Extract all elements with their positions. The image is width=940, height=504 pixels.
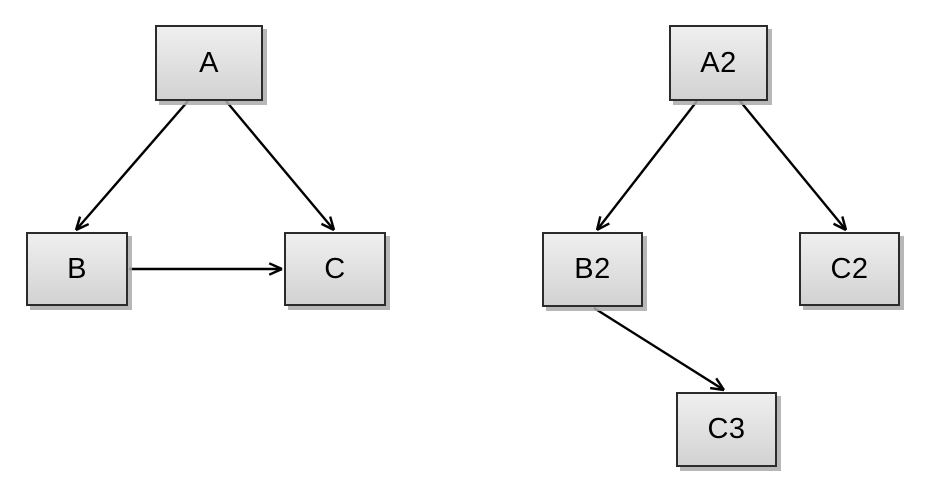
node-a[interactable]: A	[155, 25, 263, 101]
edge-a2-to-b2	[595, 100, 698, 232]
edges-group	[74, 100, 848, 392]
node-label: A	[199, 46, 219, 79]
edge-line	[739, 100, 847, 231]
edge-a-to-b	[74, 100, 189, 232]
node-b[interactable]: B	[26, 232, 128, 306]
arrowhead-barb-0	[74, 216, 82, 231]
arrowhead-barb-0	[832, 222, 847, 232]
node-b2[interactable]: B2	[542, 232, 643, 307]
node-c2[interactable]: C2	[799, 232, 900, 306]
edge-b2-to-c3	[593, 306, 725, 392]
node-label: C	[324, 252, 346, 285]
edge-a-to-c	[225, 100, 336, 232]
edge-line	[75, 100, 189, 231]
arrowhead-barb-1	[75, 223, 90, 232]
arrowhead-barb-1	[329, 216, 336, 231]
arrowhead-barb-0	[320, 222, 335, 232]
arrowhead-barb-1	[596, 222, 610, 232]
arrowhead-barb-1	[841, 216, 848, 231]
edge-line	[225, 100, 335, 231]
edge-a2-to-c2	[739, 100, 848, 232]
node-c3[interactable]: C3	[676, 392, 777, 467]
arrowhead-barb-0	[268, 267, 283, 276]
node-a2[interactable]: A2	[669, 25, 768, 101]
arrowhead-barb-1	[268, 262, 283, 271]
arrowhead-barb-0	[595, 216, 602, 231]
node-label: C3	[707, 413, 746, 445]
edge-line	[596, 100, 698, 231]
arrowhead-barb-1	[715, 377, 725, 391]
node-c[interactable]: C	[284, 232, 386, 306]
node-label: B	[67, 252, 87, 285]
edge-b-to-c	[129, 262, 283, 276]
node-label: A2	[700, 46, 737, 79]
edge-line	[593, 306, 725, 392]
node-label: C2	[830, 252, 869, 285]
node-label: B2	[574, 253, 611, 285]
arrowhead-barb-0	[709, 386, 725, 392]
